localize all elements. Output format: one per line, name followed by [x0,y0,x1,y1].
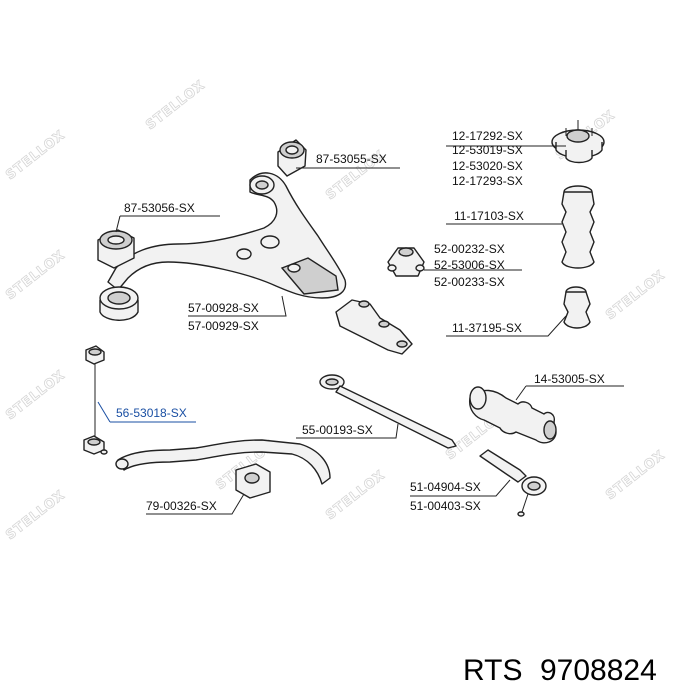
label-11-37195: 11-37195-SX [452,321,522,335]
bushing-left [97,229,135,269]
bushing-front [99,286,139,321]
stabilizer-link [83,345,108,455]
footer-brand: RTS [463,654,522,687]
footer-part-number: 9708824 [540,654,657,687]
inner-tie-rod [319,374,457,449]
label-87-53055: 87-53055-SX [316,152,387,166]
label-51-00403: 51-00403-SX [410,499,481,513]
label-87-53056: 87-53056-SX [124,201,195,215]
label-14-53005: 14-53005-SX [534,372,605,386]
watermark: STELLOX [603,448,668,503]
strut-mount [551,120,605,164]
label-52-00233: 52-00233-SX [434,275,505,289]
label-12-17292: 12-17292-SX [452,129,523,143]
watermark: STELLOX [323,468,388,523]
stabilizer-bar [115,439,331,499]
label-57-00928: 57-00928-SX [188,301,259,315]
label-11-17103: 11-17103-SX [454,209,524,223]
label-12-53019: 12-53019-SX [452,143,523,157]
label-52-53006: 52-53006-SX [434,258,505,272]
label-79-00326: 79-00326-SX [146,499,217,513]
part-labels: 87-53055-SX 87-53056-SX 57-00928-SX 57-0… [116,129,605,513]
lower-control-arm [107,172,347,299]
leader-lines [97,145,624,515]
strut-boot [561,185,595,269]
watermark: STELLOX [3,368,68,423]
label-12-53020: 12-53020-SX [452,159,523,173]
watermark: STELLOX [3,248,68,303]
watermark: STELLOX [3,488,68,543]
footer: RTS 9708824 [463,654,657,687]
tie-rod-end [479,449,547,517]
label-56-53018: 56-53018-SX [116,406,187,420]
bushing-upper [277,139,307,177]
watermark: STELLOX [603,268,668,323]
label-12-17293: 12-17293-SX [452,174,523,188]
watermark: STELLOX [143,78,208,133]
ball-joint [387,247,425,277]
label-57-00929: 57-00929-SX [188,319,259,333]
bump-stop [563,286,591,329]
label-51-04904: 51-04904-SX [410,480,481,494]
label-55-00193: 55-00193-SX [302,423,373,437]
bracket [335,299,413,355]
steering-boot [469,386,557,444]
watermark: STELLOX [3,128,68,183]
label-52-00232: 52-00232-SX [434,242,505,256]
